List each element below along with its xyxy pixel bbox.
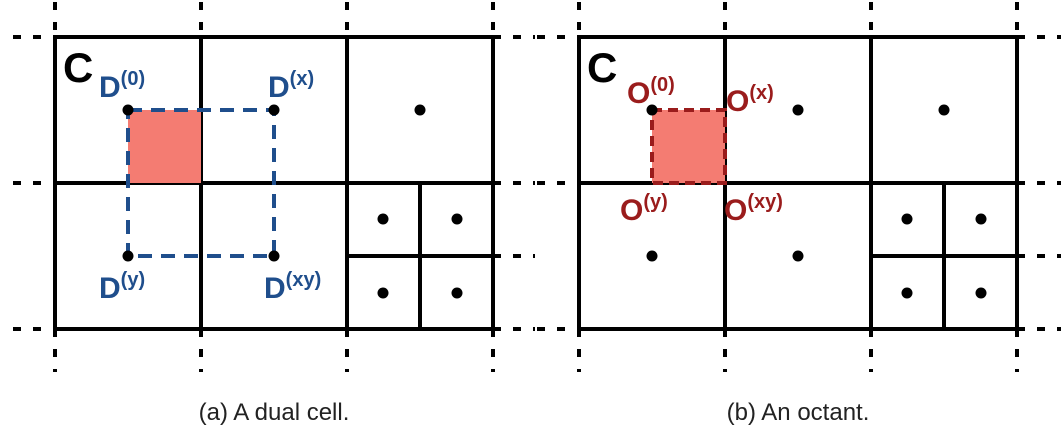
panel-b-caption: (b) An octant. (727, 399, 870, 426)
cell-center-dot (268, 250, 280, 262)
panel-b-octant (650, 108, 727, 185)
panel-a-shared-region (128, 110, 201, 183)
cell-center-dot (414, 104, 426, 116)
cell-center-dot (901, 213, 913, 225)
cell-center-dot (938, 104, 950, 116)
cell-center-dot (377, 287, 389, 299)
panel-a-cell-label: C (63, 44, 93, 91)
cell-center-dot (122, 104, 134, 116)
cell-center-dot (646, 250, 658, 262)
panel-a: C D(0) D(x) D(y) D(xy) (a) A dual cell. (13, 2, 535, 426)
corner-label-dy: D(y) (99, 269, 145, 305)
panel-b-cell-label: C (587, 44, 617, 91)
panel-b: C O(0) O(x) O(y) O(xy) (b) An octant. (537, 2, 1061, 426)
panel-a-cell-centers (122, 104, 463, 299)
corner-label-dx: D(x) (268, 68, 314, 104)
cell-center-dot (122, 250, 134, 262)
panel-b-cell-centers (646, 104, 987, 299)
panel-a-caption: (a) A dual cell. (199, 399, 350, 426)
cell-center-dot (792, 104, 804, 116)
cell-center-dot (451, 213, 463, 225)
panel-a-grid-extensions (13, 2, 535, 372)
cell-center-dot (975, 287, 987, 299)
corner-label-dxy: D(xy) (264, 269, 321, 305)
cell-center-dot (975, 213, 987, 225)
cell-center-dot (792, 250, 804, 262)
cell-center-dot (451, 287, 463, 299)
cell-center-dot (377, 213, 389, 225)
corner-label-oxy: O(xy) (724, 191, 783, 227)
corner-label-ox: O(x) (726, 82, 774, 118)
panel-a-dual-cell (126, 108, 276, 258)
cell-center-dot (268, 104, 280, 116)
corner-label-o0: O(0) (627, 74, 675, 110)
cell-center-dot (901, 287, 913, 299)
panel-b-grid-extensions (537, 2, 1061, 372)
cell-center-dot (646, 104, 658, 116)
corner-label-d0: D(0) (99, 68, 145, 104)
corner-label-oy: O(y) (620, 191, 668, 227)
